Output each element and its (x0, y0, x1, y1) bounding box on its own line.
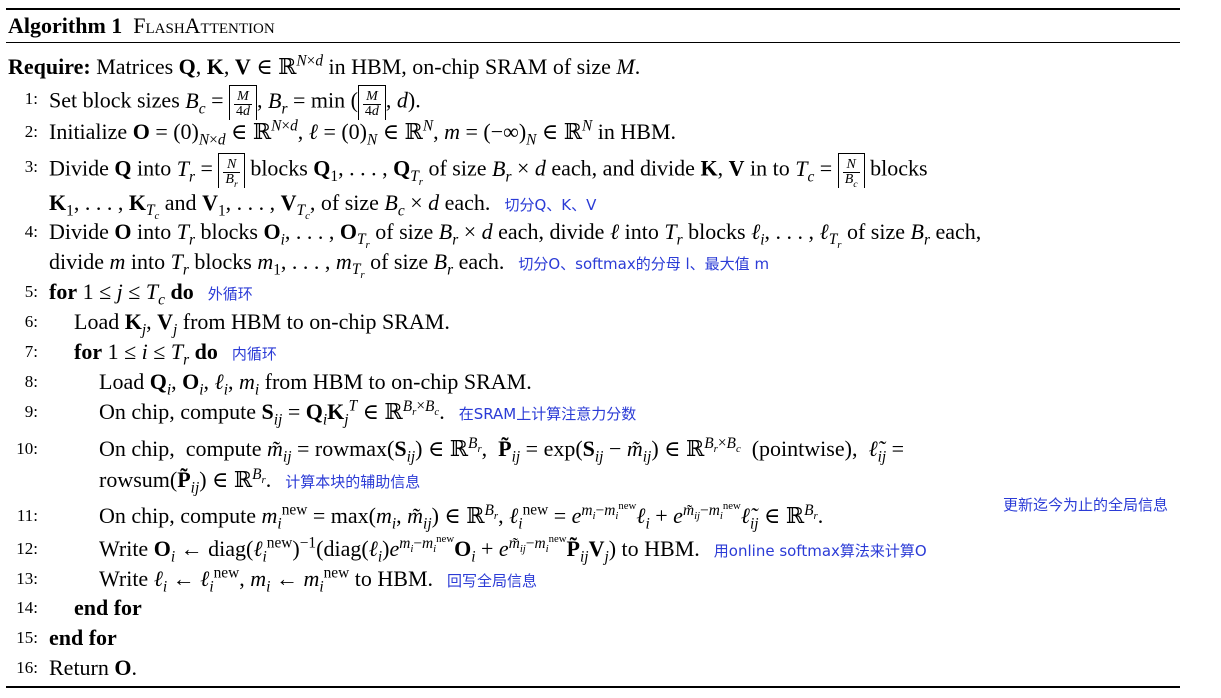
algorithm-label: Algorithm 1 (8, 13, 123, 38)
annotation-note: 用online softmax算法来计算O (713, 542, 927, 560)
line-number: 10: (16, 439, 38, 458)
line-number: 6: (24, 312, 38, 331)
annotation-note: 更新迄今为止的全局信息 (1003, 496, 1169, 514)
line-number: 7: (24, 342, 38, 361)
line-number: 16: (16, 658, 38, 677)
line-number: 5: (24, 282, 38, 301)
annotation-note: 外循环 (207, 285, 253, 303)
line-number: 13: (16, 569, 38, 588)
line-number: 3: (24, 157, 38, 176)
annotation-note: 回写全局信息 (447, 572, 538, 590)
annotation-note: 在SRAM上计算注意力分数 (458, 405, 637, 423)
line-number: 1: (24, 89, 38, 108)
line-number: 11: (16, 506, 38, 525)
line-number: 12: (16, 539, 38, 558)
annotation-note: 切分Q、K、V (504, 196, 597, 214)
line-number: 2: (24, 122, 38, 141)
annotation-note: 内循环 (231, 345, 277, 363)
require-keyword: Require: (8, 54, 91, 79)
annotation-note: 切分O、softmax的分母 l、最大值 m (518, 255, 770, 273)
line-number: 8: (24, 372, 38, 391)
line-number: 4: (24, 222, 38, 241)
title-rule (6, 42, 1180, 43)
annotation-note: 计算本块的辅助信息 (285, 473, 421, 491)
algorithm-name: FlashAttention (133, 13, 275, 38)
line-number: 14: (16, 598, 38, 617)
line-number: 9: (24, 402, 38, 421)
algorithm-title: Algorithm 1 FlashAttention (8, 12, 275, 40)
bottom-rule (6, 686, 1180, 688)
top-rule (6, 8, 1180, 10)
line-number: 15: (16, 628, 38, 647)
